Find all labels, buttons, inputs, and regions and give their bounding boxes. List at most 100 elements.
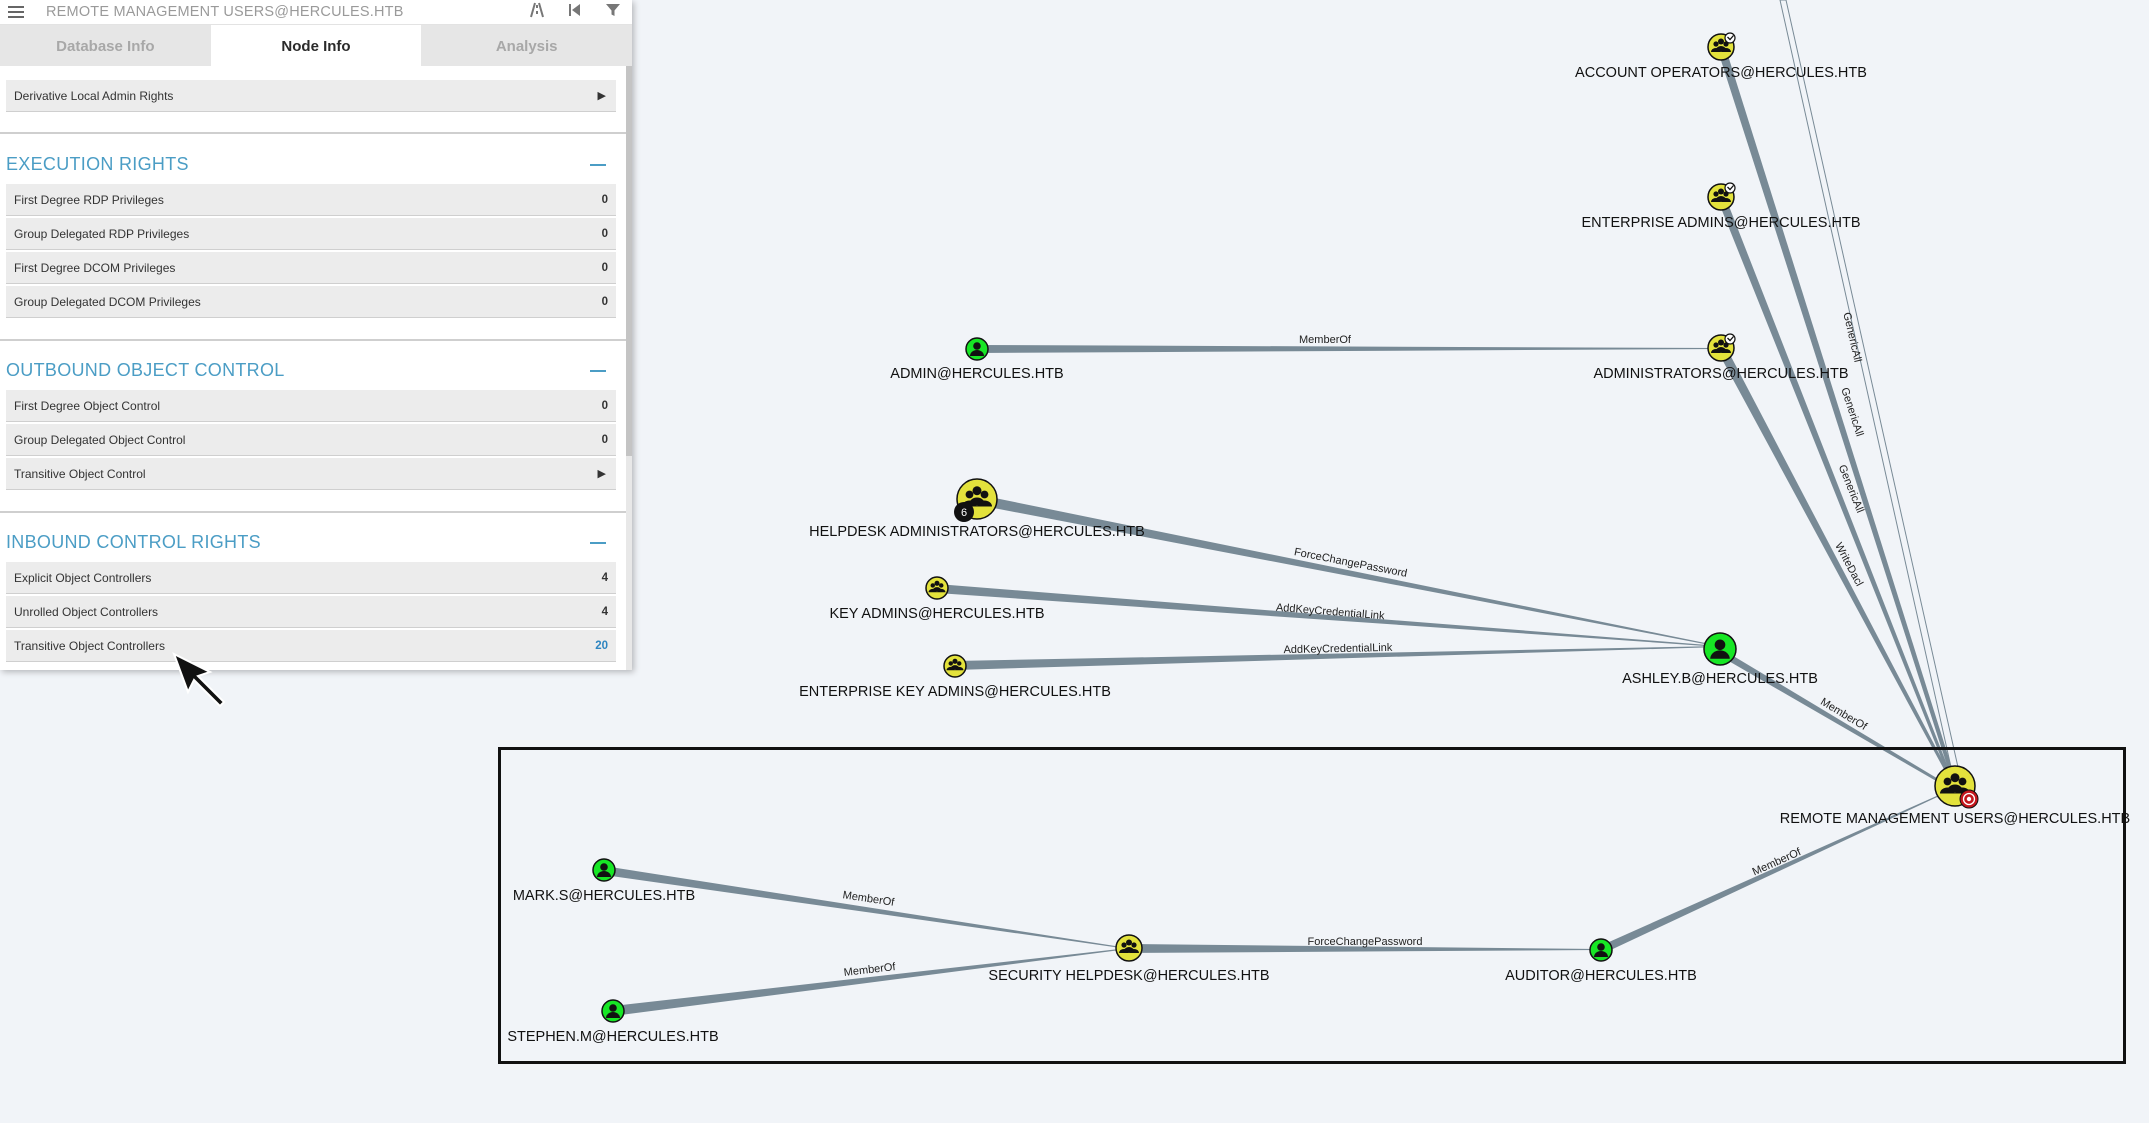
graph-edge[interactable]: [613, 948, 1128, 1016]
graph-edge[interactable]: [1720, 648, 1950, 789]
panel-header: REMOTE MANAGEMENT USERS@HERCULES.HTB: [0, 0, 632, 25]
graph-node-key-admins[interactable]: [925, 576, 949, 600]
node-label: ENTERPRISE KEY ADMINS@HERCULES.HTB: [799, 684, 1111, 700]
collapse-icon[interactable]: [590, 164, 606, 166]
menu-icon[interactable]: [8, 6, 24, 18]
graph-node-enterprise-admins[interactable]: [1707, 182, 1736, 211]
row-explicit-object-controllers[interactable]: Explicit Object Controllers 4: [6, 562, 616, 594]
row-label: Group Delegated Object Control: [14, 432, 186, 447]
row-label: Transitive Object Control: [14, 466, 146, 481]
graph-edge[interactable]: [955, 646, 1720, 670]
row-derivative-local-admin-rights[interactable]: Derivative Local Admin Rights ▶: [6, 80, 616, 112]
row-value[interactable]: 20: [595, 639, 608, 652]
row-value: 4: [601, 571, 608, 584]
row-value: 0: [601, 227, 608, 240]
row-group-delegated-rdp[interactable]: Group Delegated RDP Privileges 0: [6, 218, 616, 250]
graph-node-security-helpdesk[interactable]: [1115, 934, 1143, 962]
row-first-degree-rdp[interactable]: First Degree RDP Privileges 0: [6, 184, 616, 216]
graph-edge[interactable]: [978, 495, 1720, 647]
graph-node-enterprise-key-admins[interactable]: [943, 654, 967, 678]
row-transitive-object-controllers[interactable]: Transitive Object Controllers 20: [6, 630, 616, 662]
high-value-icon: [1727, 35, 1734, 41]
search-node-title[interactable]: REMOTE MANAGEMENT USERS@HERCULES.HTB: [46, 4, 404, 20]
tab-database-info[interactable]: Database Info: [0, 25, 211, 67]
row-label: First Degree DCOM Privileges: [14, 260, 176, 275]
row-unrolled-object-controllers[interactable]: Unrolled Object Controllers 4: [6, 596, 616, 628]
tab-analysis[interactable]: Analysis: [421, 25, 632, 67]
node-label: AUDITOR@HERCULES.HTB: [1505, 968, 1697, 984]
panel-tabs: Database Info Node Info Analysis: [0, 25, 632, 67]
row-label: Derivative Local Admin Rights: [14, 88, 174, 103]
row-label: Transitive Object Controllers: [14, 638, 165, 653]
row-first-degree-dcom[interactable]: First Degree DCOM Privileges 0: [6, 252, 616, 284]
high-value-icon: [1727, 336, 1734, 342]
collapse-icon[interactable]: [590, 542, 606, 544]
graph-node-remote-management-users[interactable]: [1934, 765, 1979, 809]
graph-node-labels: ACCOUNT OPERATORS@HERCULES.HTB ENTERPRIS…: [507, 65, 2130, 1045]
graph-node-mark-s[interactable]: [592, 858, 616, 882]
row-label: First Degree RDP Privileges: [14, 192, 164, 207]
section-divider: [0, 132, 626, 134]
row-label: Group Delegated RDP Privileges: [14, 226, 190, 241]
scrollbar-thumb[interactable]: [626, 66, 632, 456]
graph-edge[interactable]: [604, 866, 1128, 949]
node-label: ASHLEY.B@HERCULES.HTB: [1622, 671, 1818, 687]
section-divider: [0, 339, 626, 341]
graph-edge[interactable]: [1779, 0, 1963, 786]
node-label: KEY ADMINS@HERCULES.HTB: [829, 606, 1044, 622]
graph-edges: [604, 0, 1963, 1016]
node-label: HELPDESK ADMINISTRATORS@HERCULES.HTB: [809, 524, 1145, 540]
scrollbar[interactable]: [626, 66, 632, 670]
graph-edge[interactable]: [937, 584, 1720, 647]
graph-node-admin[interactable]: [965, 337, 989, 361]
node-label: ACCOUNT OPERATORS@HERCULES.HTB: [1575, 65, 1867, 81]
graph-node-account-operators[interactable]: [1707, 32, 1736, 61]
tab-node-info[interactable]: Node Info: [210, 25, 422, 67]
graph-edge[interactable]: [1717, 196, 1955, 785]
row-label: Group Delegated DCOM Privileges: [14, 294, 201, 309]
edge-label: ForceChangePassword: [1308, 936, 1423, 948]
row-value: 0: [601, 261, 608, 274]
row-label: Explicit Object Controllers: [14, 570, 152, 585]
collapse-icon[interactable]: [590, 370, 606, 372]
path-finding-icon[interactable]: [528, 2, 546, 20]
section-divider: [0, 511, 626, 513]
graph-node-auditor[interactable]: [1589, 938, 1613, 962]
graph-edge[interactable]: [1717, 46, 1957, 784]
row-group-delegated-object-control[interactable]: Group Delegated Object Control 0: [6, 424, 616, 456]
node-label: STEPHEN.M@HERCULES.HTB: [507, 1029, 718, 1045]
graph-edge[interactable]: [1600, 790, 1950, 955]
graph-node-administrators[interactable]: [1707, 333, 1736, 362]
node-label: ADMIN@HERCULES.HTB: [890, 366, 1063, 382]
row-transitive-object-control[interactable]: Transitive Object Control ▶: [6, 458, 616, 490]
node-info-scroll-area[interactable]: Derivative Local Admin Rights ▶ EXECUTIO…: [0, 66, 626, 670]
row-label: Unrolled Object Controllers: [14, 604, 159, 619]
graph-nodes: 6: [592, 32, 1979, 1023]
graph-edge[interactable]: [976, 345, 1720, 353]
edge-label: MemberOf: [843, 961, 897, 979]
node-label: ENTERPRISE ADMINS@HERCULES.HTB: [1582, 215, 1861, 231]
section-title-inbound-control-rights: INBOUND CONTROL RIGHTS: [6, 532, 261, 552]
back-icon[interactable]: [566, 2, 584, 20]
filter-icon[interactable]: [604, 2, 622, 20]
expand-arrow-icon: ▶: [597, 90, 606, 102]
mouse-cursor-icon: [172, 651, 226, 708]
row-value: 0: [601, 433, 608, 446]
row-value: 0: [601, 295, 608, 308]
graph-node-stephen-m[interactable]: [601, 999, 625, 1023]
edge-label: MemberOf: [1299, 334, 1352, 346]
graph-edge[interactable]: [1717, 347, 1956, 786]
node-label: SECURITY HELPDESK@HERCULES.HTB: [988, 968, 1269, 984]
row-group-delegated-dcom[interactable]: Group Delegated DCOM Privileges 0: [6, 286, 616, 318]
row-first-degree-object-control[interactable]: First Degree Object Control 0: [6, 390, 616, 422]
edge-label: GenericAll: [1840, 311, 1863, 363]
node-info-panel: REMOTE MANAGEMENT USERS@HERCULES.HTB Dat…: [0, 0, 632, 670]
target-icon: [1959, 789, 1979, 809]
row-value: 4: [601, 605, 608, 618]
node-label: REMOTE MANAGEMENT USERS@HERCULES.HTB: [1780, 811, 2130, 827]
graph-node-ashley[interactable]: [1703, 632, 1737, 666]
graph-node-helpdesk-administrators[interactable]: 6: [954, 478, 998, 522]
row-value: 0: [601, 399, 608, 412]
graph-edge[interactable]: [1130, 944, 1600, 953]
